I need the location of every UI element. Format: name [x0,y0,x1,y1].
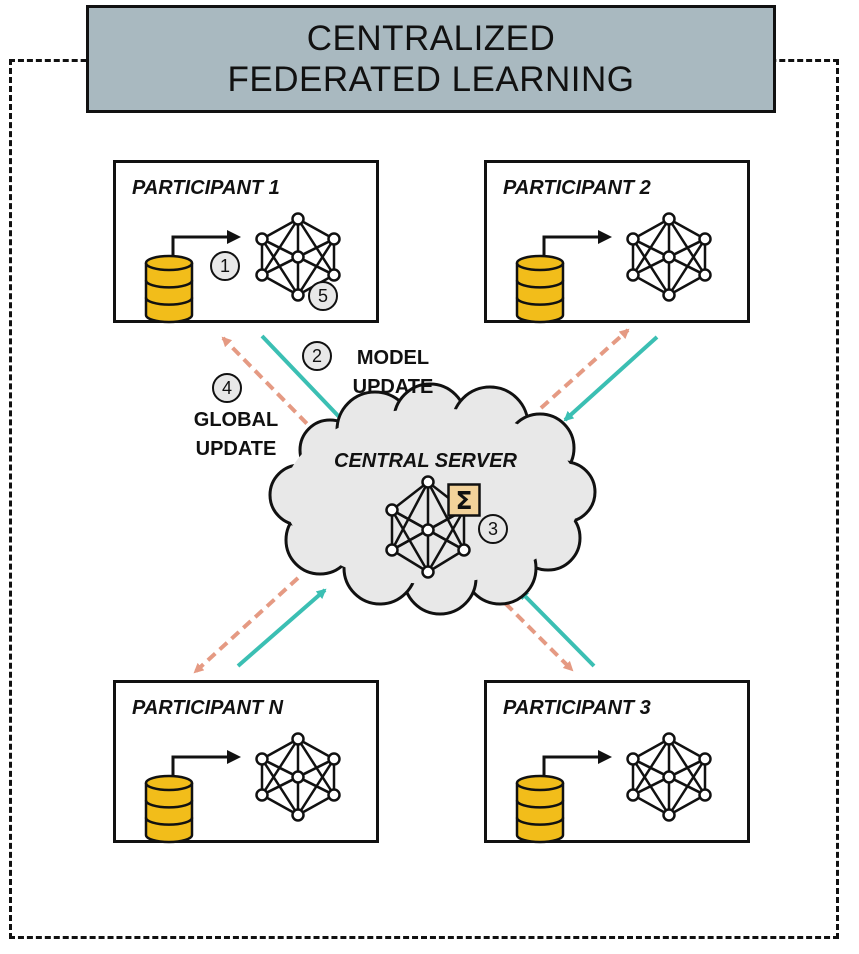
step-1-number: 1 [220,256,230,276]
neural-network-icon [626,212,712,302]
sigma-icon: Σ [447,483,481,517]
step-3-badge: 3 [478,514,508,544]
participant-1-box: PARTICIPANT 1 [113,160,379,324]
global-update-arrow-p1 [221,336,320,437]
arrow-icon [542,230,612,255]
step-5-number: 5 [318,286,328,306]
model-update-arrow-p3 [518,589,596,668]
model-update-line-2: UPDATE [352,376,434,398]
participant-n-art [144,732,341,844]
participant-3-art [515,732,712,844]
database-icon [515,774,565,844]
participant-2-box: PARTICIPANT 2 [484,160,750,324]
neural-network-icon [255,732,341,822]
step-2-number: 2 [312,346,322,366]
step-3-number: 3 [488,519,498,539]
model-update-arrow-p1 [260,334,347,425]
model-update-line-1: MODEL [356,347,430,369]
step-5-badge: 5 [308,281,338,311]
database-icon [515,254,565,324]
step-4-badge: 4 [212,373,242,403]
model-update-arrow-pn [236,588,327,668]
neural-network-icon [255,212,341,302]
central-server-label: CENTRAL SERVER [334,450,517,472]
participant-label: PARTICIPANT 1 [132,177,280,199]
arrow-icon [171,750,241,775]
global-update-label: GLOBAL UPDATE [180,406,292,464]
model-update-label: MODEL UPDATE [338,344,448,402]
participant-2-art [515,212,712,324]
participant-1-art [144,212,341,324]
title-line-1: CENTRALIZED [306,19,556,58]
title-line-2: FEDERATED LEARNING [227,60,635,99]
step-2-badge: 2 [302,341,332,371]
participant-3-box: PARTICIPANT 3 [484,680,750,844]
sigma-symbol: Σ [455,486,472,515]
diagram-title: CENTRALIZED FEDERATED LEARNING [86,5,776,113]
step-4-number: 4 [222,378,232,398]
participant-label: PARTICIPANT 3 [503,697,651,719]
step-1-badge: 1 [210,251,240,281]
participant-n-box: PARTICIPANT N [113,680,379,844]
global-update-line-2: UPDATE [195,438,277,460]
model-update-arrow-p2 [563,335,659,422]
neural-network-icon [626,732,712,822]
global-update-arrow-p2 [539,328,630,410]
global-update-arrow-p3 [492,590,574,672]
database-icon [144,254,194,324]
global-update-line-1: GLOBAL [193,409,279,431]
arrow-icon [542,750,612,775]
arrow-icon [171,230,241,255]
database-icon [144,774,194,844]
participant-label: PARTICIPANT N [132,697,284,719]
global-update-arrow-pn [193,576,300,674]
participant-label: PARTICIPANT 2 [503,177,651,199]
